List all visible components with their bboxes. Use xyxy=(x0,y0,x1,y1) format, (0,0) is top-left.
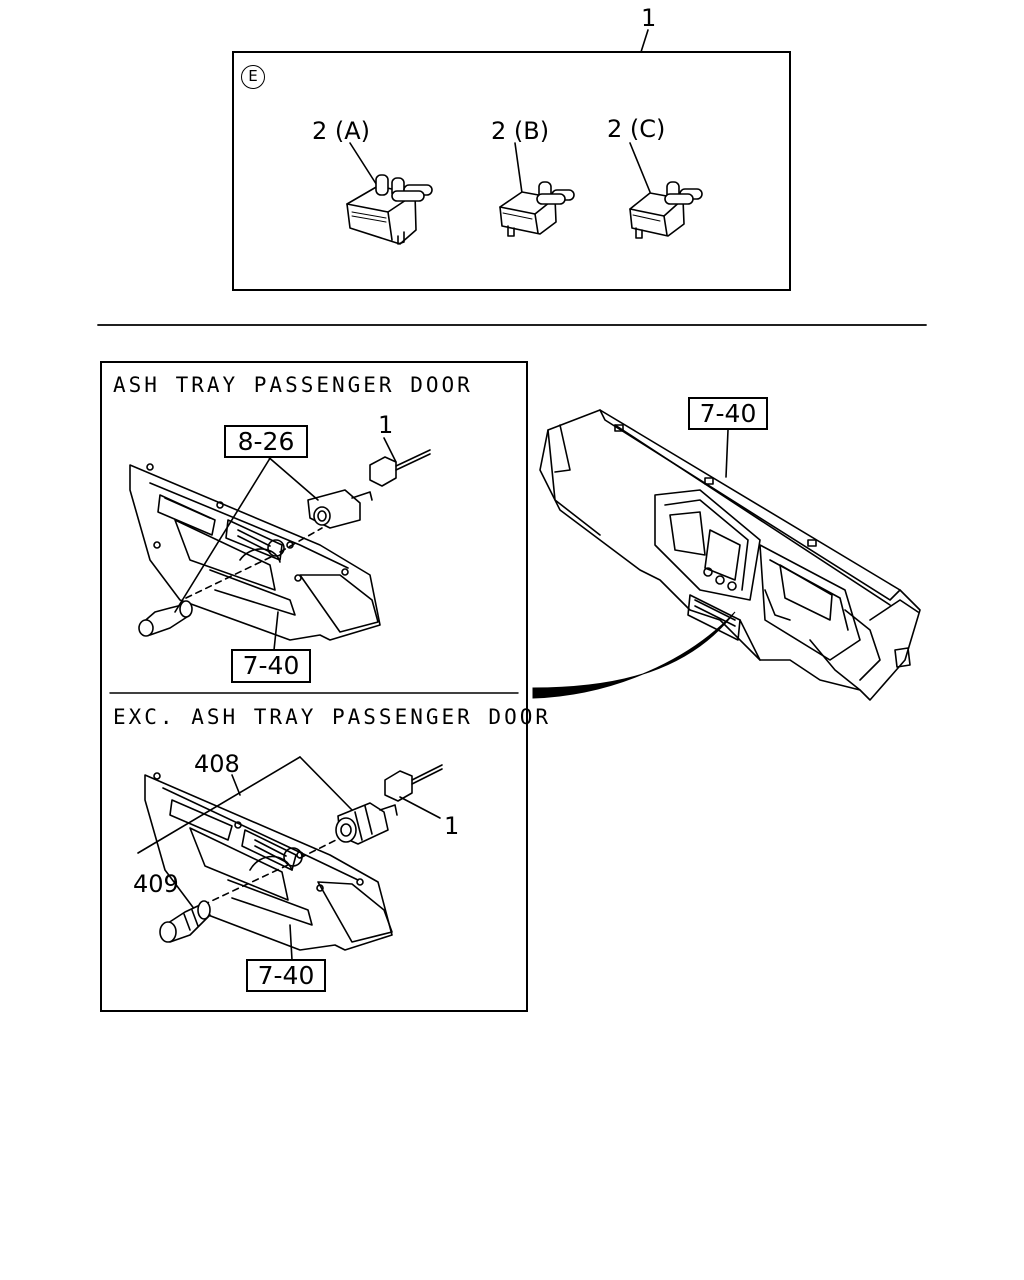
relay-a-drawing xyxy=(346,142,433,245)
ref-7-40-lower: 7-40 xyxy=(246,959,326,992)
ash-tray-panel-drawing xyxy=(129,437,431,651)
ref-7-40-dashboard: 7-40 xyxy=(688,397,768,430)
exc-ash-tray-panel-drawing xyxy=(137,756,443,961)
lighter-variants-panel xyxy=(100,361,528,1012)
ref-8-26: 8-26 xyxy=(224,425,308,458)
panel-title-ash-tray: ASH TRAY PASSENGER DOOR xyxy=(113,373,473,397)
relay-label-b: 2 (B) xyxy=(491,117,550,145)
panel-link-swoosh xyxy=(532,611,736,699)
dashboard-drawing xyxy=(539,409,921,701)
callout-408: 408 xyxy=(194,750,240,778)
leader-line-top xyxy=(640,29,649,53)
callout-top-item: 1 xyxy=(641,4,657,32)
callout-409: 409 xyxy=(133,870,179,898)
relay-label-c: 2 (C) xyxy=(607,115,666,143)
relay-b-drawing xyxy=(499,142,575,237)
relay-c-drawing xyxy=(629,142,703,239)
ref-7-40-upper: 7-40 xyxy=(231,649,311,683)
circle-marker: E xyxy=(241,65,265,89)
callout-item-1-upper: 1 xyxy=(378,411,394,439)
panel-title-exc-ash-tray: EXC. ASH TRAY PASSENGER DOOR xyxy=(113,705,552,729)
relay-group-box xyxy=(232,51,791,291)
callout-item-1-lower: 1 xyxy=(444,812,460,840)
relay-label-a: 2 (A) xyxy=(312,117,371,145)
